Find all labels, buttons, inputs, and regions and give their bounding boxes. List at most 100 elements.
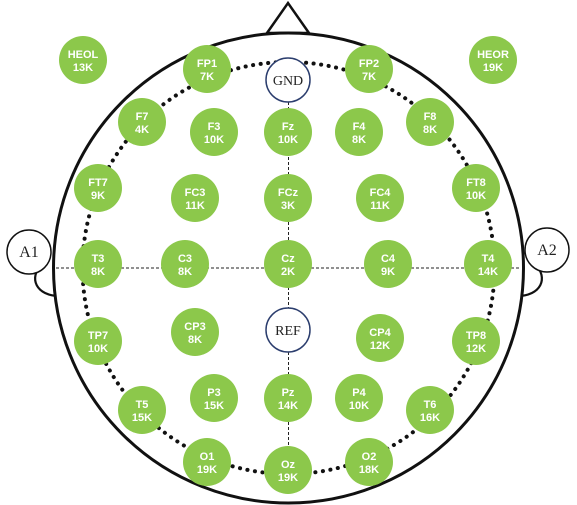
electrode-impedance: 9K bbox=[381, 266, 395, 278]
electrode-impedance: 16K bbox=[420, 412, 440, 424]
electrode-dot bbox=[335, 108, 383, 156]
electrode-name: FCz bbox=[278, 187, 299, 199]
electrode-name: HEOR bbox=[477, 49, 509, 61]
electrode-name: FP2 bbox=[359, 58, 379, 70]
electrode-impedance: 10K bbox=[88, 343, 108, 355]
electrode-impedance: 13K bbox=[73, 62, 93, 74]
electrode-dot bbox=[264, 446, 312, 494]
ear-node-a1: A1 bbox=[6, 229, 52, 275]
electrode-dot bbox=[74, 240, 122, 288]
electrode-dot bbox=[190, 374, 238, 422]
electrode-dot bbox=[345, 438, 393, 486]
electrode-name: FC4 bbox=[370, 187, 392, 199]
electrode-impedance: 10K bbox=[466, 190, 486, 202]
electrode-dot bbox=[452, 317, 500, 365]
electrode-name: F8 bbox=[424, 111, 437, 123]
electrode-name: C4 bbox=[381, 253, 396, 265]
electrode-name: Fz bbox=[282, 121, 295, 133]
electrode-dot bbox=[161, 240, 209, 288]
electrode-name: TP8 bbox=[466, 330, 486, 342]
electrode-dot bbox=[183, 438, 231, 486]
electrode-dot bbox=[171, 174, 219, 222]
electrode-impedance: 8K bbox=[91, 266, 105, 278]
ear-node-a2: A2 bbox=[524, 227, 570, 273]
electrode-impedance: 14K bbox=[278, 400, 298, 412]
electrode-impedance: 4K bbox=[135, 124, 149, 136]
electrode-impedance: 10K bbox=[278, 134, 298, 146]
nose-icon bbox=[264, 0, 312, 35]
electrode-name: CP4 bbox=[369, 327, 391, 339]
electrode-name: HEOL bbox=[68, 49, 99, 61]
electrode-dot bbox=[264, 108, 312, 156]
electrode-impedance: 18K bbox=[359, 464, 379, 476]
ear-label-a2: A2 bbox=[537, 242, 557, 259]
electrode-dot bbox=[356, 314, 404, 362]
electrode-impedance: 8K bbox=[178, 266, 192, 278]
electrode-name: FC3 bbox=[185, 187, 206, 199]
electrode-impedance: 7K bbox=[200, 71, 214, 83]
electrode-impedance: 11K bbox=[370, 200, 390, 212]
electrode-name: FT7 bbox=[88, 177, 108, 189]
electrode-impedance: 19K bbox=[278, 472, 298, 484]
electrode-dot bbox=[264, 240, 312, 288]
electrode-impedance: 11K bbox=[185, 200, 205, 212]
electrode-name: T5 bbox=[136, 399, 149, 411]
electrode-dot bbox=[345, 45, 393, 93]
reference-node-gnd: GND bbox=[265, 57, 311, 103]
electrode-name: T4 bbox=[482, 253, 496, 265]
electrode-name: FP1 bbox=[197, 58, 217, 70]
electrode-name: P4 bbox=[352, 387, 366, 399]
electrode-name: P3 bbox=[207, 387, 220, 399]
electrode-dot bbox=[59, 36, 107, 84]
electrode-dot bbox=[74, 317, 122, 365]
electrode-impedance: 8K bbox=[423, 124, 437, 136]
electrode-dot bbox=[364, 240, 412, 288]
electrode-dot bbox=[469, 36, 517, 84]
electrode-dot bbox=[464, 240, 512, 288]
electrode-dot bbox=[406, 386, 454, 434]
electrode-name: Cz bbox=[281, 253, 295, 265]
electrode-dot bbox=[264, 174, 312, 222]
electrode-dot bbox=[118, 98, 166, 146]
electrode-name: TP7 bbox=[88, 330, 108, 342]
electrode-impedance: 10K bbox=[349, 400, 369, 412]
electrode-impedance: 2K bbox=[281, 266, 295, 278]
electrode-dot bbox=[452, 164, 500, 212]
reference-label-ref: REF bbox=[275, 324, 301, 339]
ear-label-a1: A1 bbox=[19, 244, 39, 261]
electrode-name: O2 bbox=[362, 451, 377, 463]
electrode-name: CP3 bbox=[184, 321, 205, 333]
electrode-impedance: 8K bbox=[188, 334, 202, 346]
electrode-dot bbox=[264, 374, 312, 422]
electrode-impedance: 10K bbox=[204, 134, 224, 146]
electrode-dot bbox=[356, 174, 404, 222]
electrode-name: F7 bbox=[136, 111, 149, 123]
electrode-dot bbox=[171, 308, 219, 356]
electrode-name: Oz bbox=[281, 459, 296, 471]
electrode-dot bbox=[118, 386, 166, 434]
electrode-impedance: 15K bbox=[132, 412, 152, 424]
